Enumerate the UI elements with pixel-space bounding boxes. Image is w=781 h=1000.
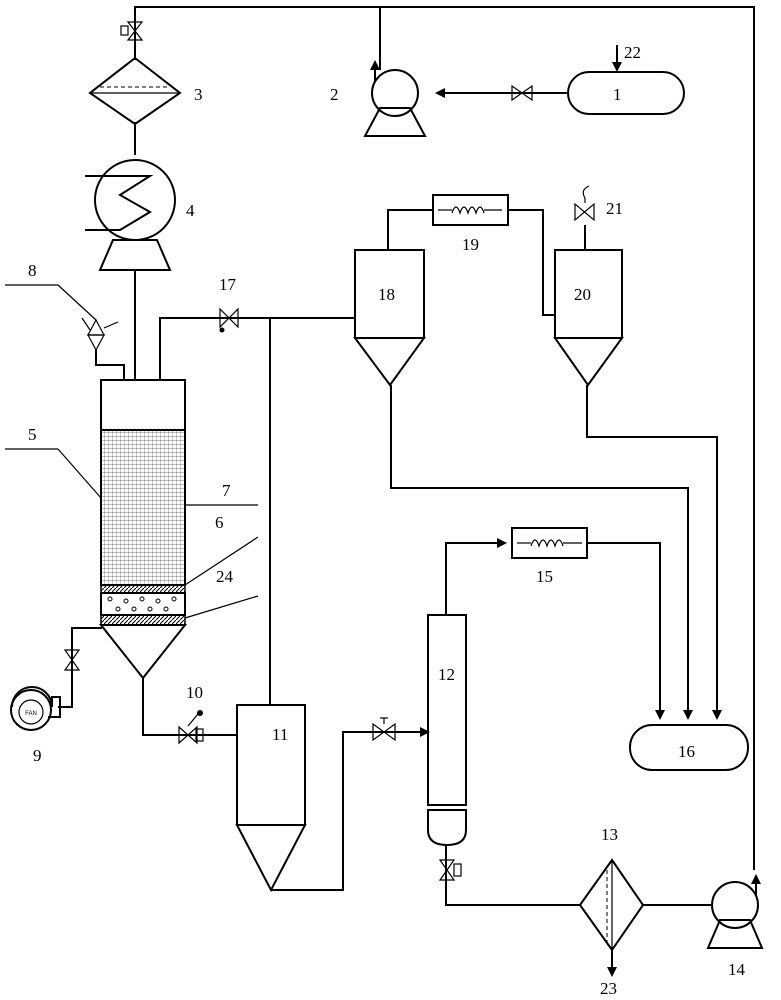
- product-tank-16: [629, 724, 749, 771]
- label-8: 8: [28, 261, 37, 280]
- label-2: 2: [330, 85, 339, 104]
- label-23: 23: [600, 979, 617, 998]
- fluidized-bed-reactor-5: [98, 379, 188, 680]
- label-18: 18: [378, 285, 395, 304]
- condenser-coil-icon: [432, 194, 509, 226]
- label-5: 5: [28, 425, 37, 444]
- label-22: 22: [624, 43, 641, 62]
- valve-icon: [178, 710, 204, 745]
- blower-fan-icon: FAN: [10, 686, 61, 731]
- label-3: 3: [194, 85, 203, 104]
- label-9: 9: [33, 746, 42, 765]
- label-11: 11: [272, 725, 288, 744]
- feed-tank-1: [567, 71, 685, 115]
- valve-icon: [511, 84, 533, 102]
- label-13: 13: [601, 825, 618, 844]
- cyclone-20: [553, 249, 624, 387]
- labels: 1 2 3 4 5 6 7 8 9 10 11 12 13 14 15 16 1…: [28, 43, 746, 998]
- separator-11: [235, 704, 307, 893]
- label-7: 7: [222, 481, 231, 500]
- valve-icon: [63, 649, 81, 671]
- column-12: [427, 614, 467, 847]
- label-6: 6: [215, 513, 224, 532]
- label-14: 14: [728, 960, 746, 979]
- filter-icon: [88, 56, 182, 126]
- pump-icon: [363, 60, 427, 137]
- distributor-holes: [107, 596, 177, 612]
- fan-text: FAN: [25, 711, 37, 717]
- heat-exchanger-icon: [85, 159, 176, 271]
- label-21: 21: [606, 199, 623, 218]
- label-1: 1: [613, 85, 622, 104]
- label-4: 4: [186, 201, 195, 220]
- valve-icon: [372, 717, 396, 742]
- safety-valve-icon: [81, 317, 119, 352]
- label-24: 24: [216, 567, 234, 586]
- pump-icon: [706, 874, 764, 949]
- condenser-coil-icon: [511, 527, 588, 559]
- label-19: 19: [462, 235, 479, 254]
- valve-icon: [574, 185, 595, 222]
- label-15: 15: [536, 567, 553, 586]
- label-17: 17: [219, 275, 237, 294]
- valve-icon: [438, 859, 462, 881]
- cyclone-18: [353, 249, 426, 387]
- label-16: 16: [678, 742, 695, 761]
- valve-icon: [219, 307, 239, 333]
- valve-icon: [120, 21, 144, 41]
- pipes: [5, 6, 755, 977]
- label-20: 20: [574, 285, 591, 304]
- filter-icon: [578, 858, 645, 952]
- label-12: 12: [438, 665, 455, 684]
- label-10: 10: [186, 683, 203, 702]
